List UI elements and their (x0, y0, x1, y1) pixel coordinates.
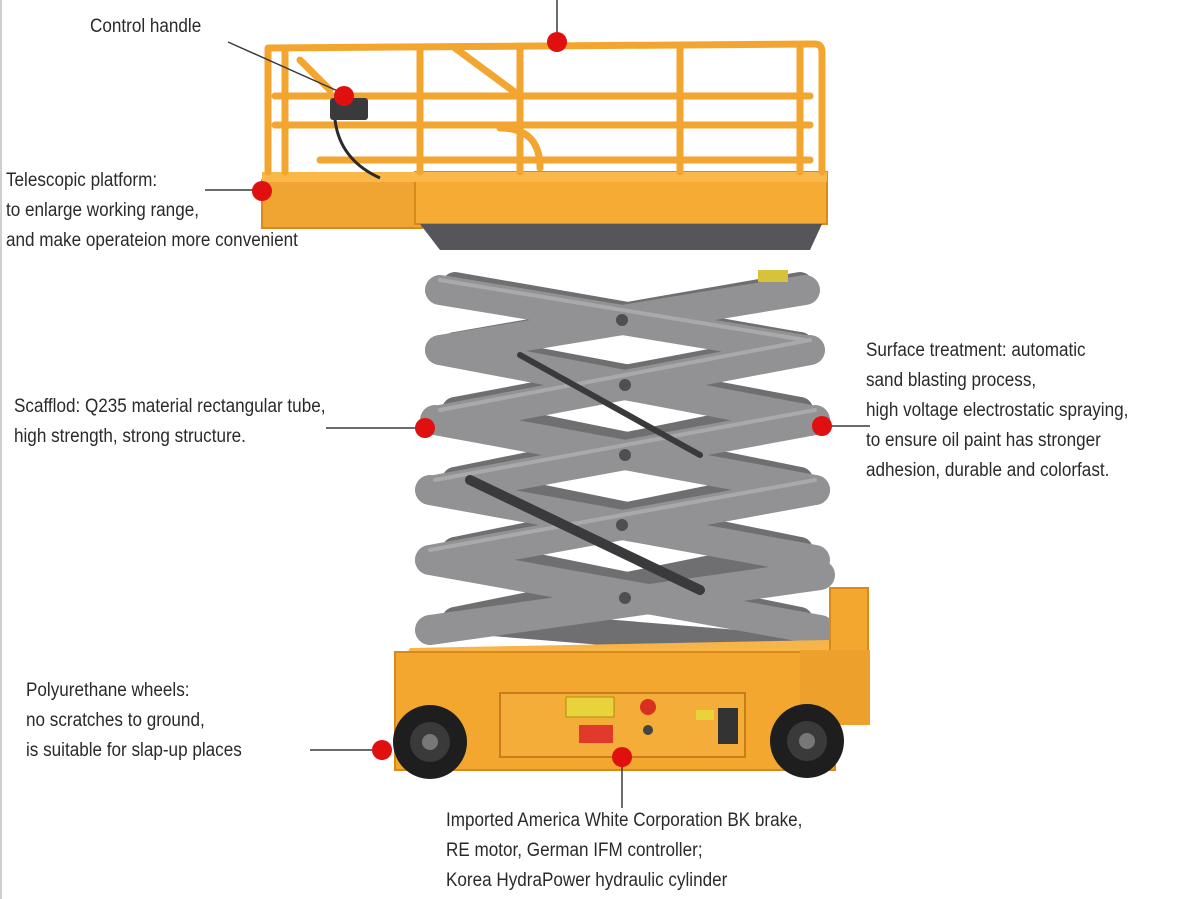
marker-scaffold (415, 418, 435, 438)
marker-control-handle (334, 86, 354, 106)
callout-line: no scratches to ground, (26, 710, 205, 731)
callout-line: to ensure oil paint has stronger (866, 430, 1101, 451)
callout-line: Scafflod: Q235 material rectangular tube… (14, 396, 326, 417)
marker-telescopic-platform (252, 181, 272, 201)
wheels (393, 704, 844, 779)
control-handle-box (330, 98, 381, 180)
callout-line: adhesion, durable and colorfast. (866, 460, 1110, 481)
callout-components: Imported America White Corporation BK br… (446, 806, 802, 896)
callout-wheels: Polyurethane wheels: no scratches to gro… (26, 676, 242, 766)
callout-line: Telescopic platform: (6, 170, 158, 191)
callout-line: Imported America White Corporation BK br… (446, 810, 803, 831)
callout-line: RE motor, German IFM controller; (446, 840, 703, 861)
guardrails (264, 40, 826, 176)
callout-line: high strength, strong structure. (14, 426, 246, 447)
marker-wheels (372, 740, 392, 760)
leader-lines (205, 0, 870, 808)
callout-line: to enlarge working range, (6, 200, 199, 221)
callout-line: is suitable for slap-up places (26, 740, 242, 761)
callout-line: Korea HydraPower hydraulic cylinder (446, 870, 728, 891)
callout-markers (252, 32, 832, 767)
callout-scaffold: Scafflod: Q235 material rectangular tube… (14, 392, 325, 452)
marker-surface-treatment (812, 416, 832, 436)
callout-line: Polyurethane wheels: (26, 680, 190, 701)
callout-line: high voltage electrostatic spraying, (866, 400, 1129, 421)
callout-surface-treatment: Surface treatment: automatic sand blasti… (866, 336, 1128, 486)
platform (261, 171, 828, 282)
marker-top-rail (547, 32, 567, 52)
callout-line: Surface treatment: automatic (866, 340, 1086, 361)
callout-line: Control handle (90, 16, 202, 37)
callout-telescopic-platform: Telescopic platform: to enlarge working … (6, 166, 298, 256)
marker-components (612, 747, 632, 767)
scissor-arms (415, 272, 835, 661)
callout-control-handle: Control handle (90, 12, 201, 42)
callout-line: sand blasting process, (866, 370, 1037, 391)
callout-line: and make operateion more convenient (6, 230, 298, 251)
